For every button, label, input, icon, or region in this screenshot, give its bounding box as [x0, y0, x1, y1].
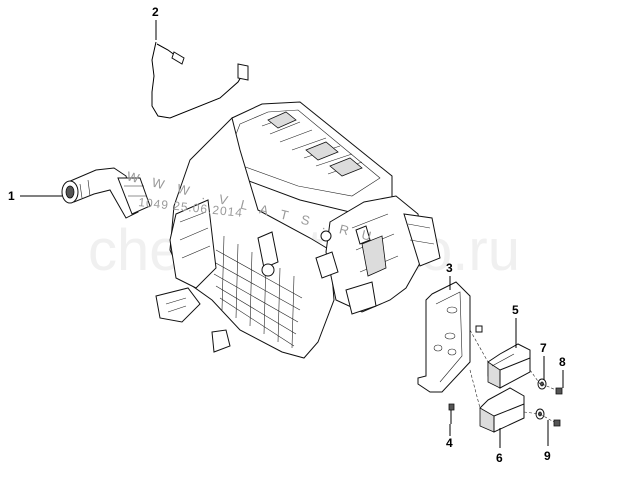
module-part-6: [479, 387, 525, 433]
wiring-harness-part-2: [151, 41, 249, 119]
screw-part-8: [555, 387, 563, 395]
screw-part-4: [448, 325, 483, 424]
leader-lines: [20, 20, 564, 448]
callout-8: 8: [559, 355, 566, 369]
callout-3: 3: [446, 261, 453, 275]
hvac-housing: [155, 101, 441, 359]
assembly-guide-lines: [469, 329, 557, 423]
callout-9: 9: [544, 449, 551, 463]
module-part-5: [487, 343, 531, 389]
callout-5: 5: [512, 303, 519, 317]
callout-7: 7: [540, 341, 547, 355]
callout-1: 1: [8, 189, 15, 203]
duct-hose-part-1: [61, 167, 151, 219]
callout-6: 6: [496, 451, 503, 465]
bracket-plate-part-3: [417, 281, 471, 393]
callout-2: 2: [152, 5, 159, 19]
callout-4: 4: [446, 436, 453, 450]
